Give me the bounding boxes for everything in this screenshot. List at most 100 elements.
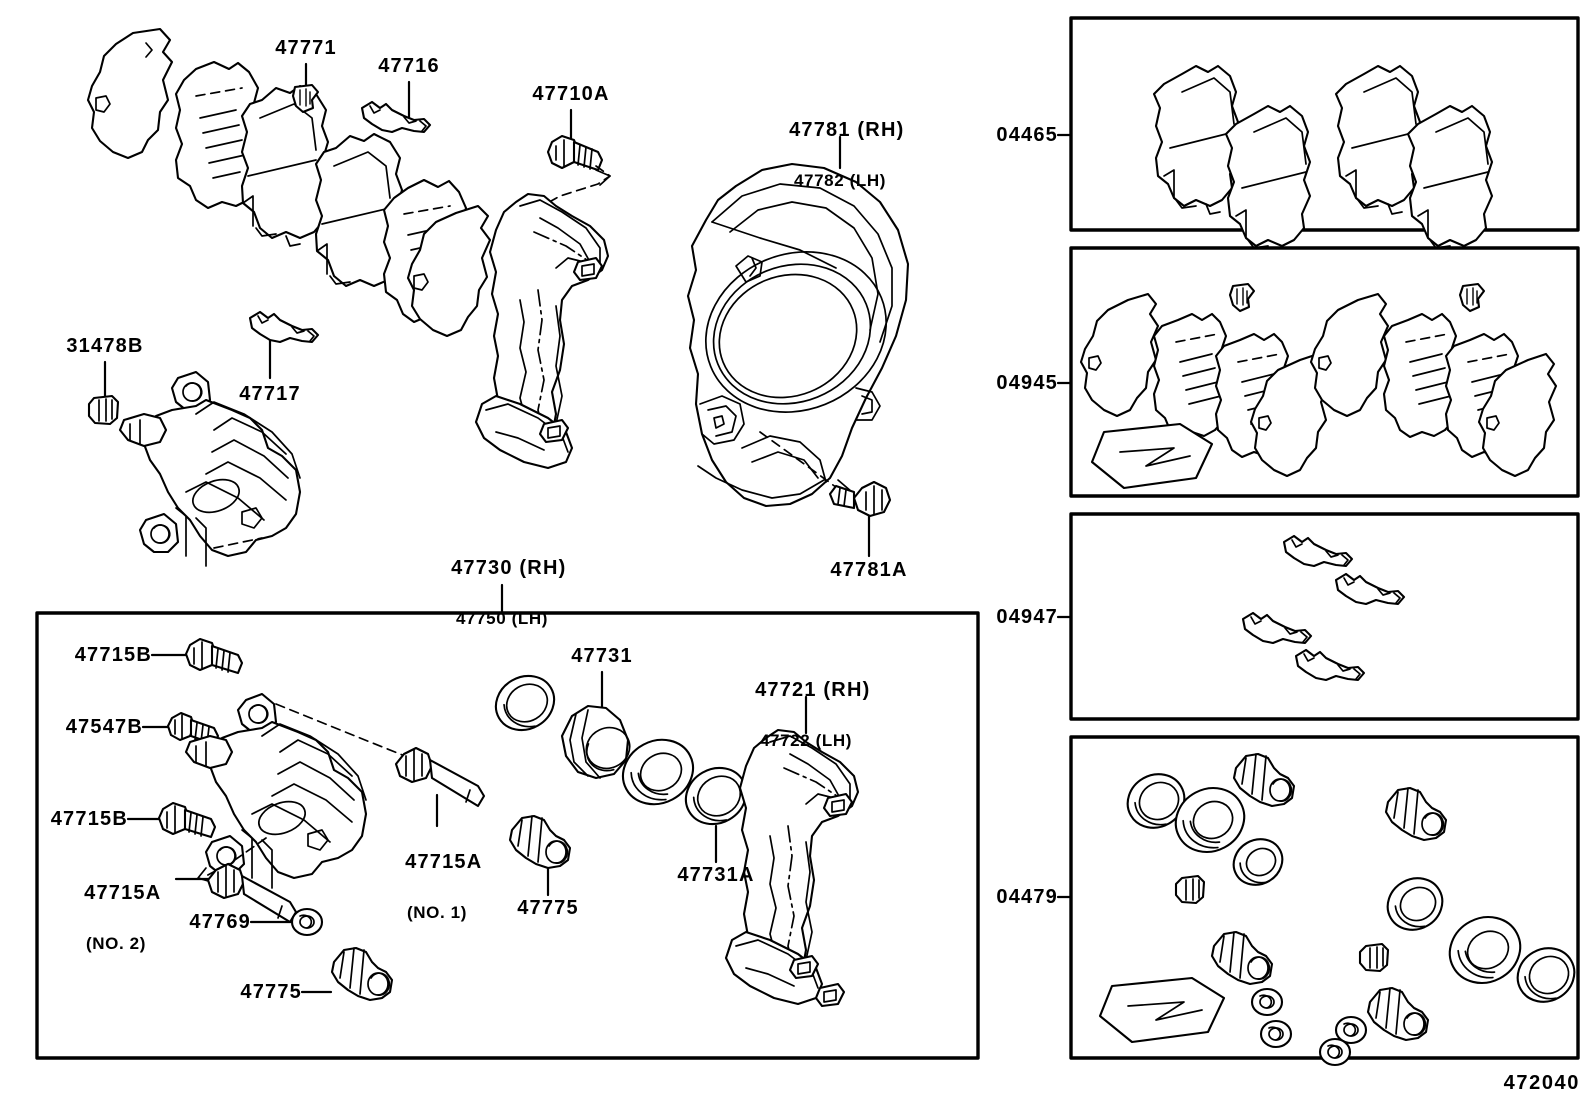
brake-disc-dust-cover-47781	[686, 162, 910, 518]
callout-label-47715B-lower: 47715B	[50, 808, 128, 830]
callout-47782-line2: 47782 (LH)	[794, 171, 886, 190]
diagram-id-number: 472040	[1503, 1072, 1580, 1094]
kit-label-04465: 04465	[996, 124, 1058, 146]
caliper-mounting-bracket-upper	[474, 134, 611, 470]
pad-kit-pad-a2	[1224, 104, 1312, 249]
callout-47715A-no1-line2: (NO. 1)	[407, 903, 467, 922]
slide-pin-boot-47775-middle	[508, 814, 572, 870]
seal-kit-washer-1	[1250, 987, 1284, 1017]
piston-seal-thick-ring	[621, 738, 695, 806]
seal-kit-thick-seal-1	[1174, 787, 1246, 853]
callout-label-47731A: 47731A	[677, 864, 755, 886]
kit-label-04479: 04479	[996, 886, 1058, 908]
support-plate-kit-item-2	[1334, 572, 1406, 606]
pad-shim-inner	[406, 204, 492, 338]
shim-kit-clip-a	[1228, 282, 1256, 313]
callout-label-47781A: 47781A	[830, 559, 908, 581]
seal-kit-bleeder-cap-1	[1174, 874, 1206, 905]
seal-kit-ring-2	[1386, 877, 1444, 931]
seal-kit-thick-seal-2	[1448, 916, 1522, 984]
pad-kit-pad-b1	[1334, 64, 1422, 215]
leader-lines-panel	[126, 653, 808, 994]
kit-panel-frame-04945	[1069, 246, 1580, 498]
brake-pad-friction-1	[240, 84, 332, 247]
bolt-47715B-lower	[157, 801, 217, 839]
bolt-47710A	[546, 134, 604, 172]
kit-label-04947: 04947	[996, 606, 1058, 628]
kit-contents-04945	[1079, 282, 1558, 490]
callout-label-31478B: 31478B	[66, 335, 144, 357]
pad-kit-pad-a1	[1152, 64, 1240, 215]
callout-47721-line1: 47721 (RH)	[755, 679, 871, 701]
bolt-47781A	[828, 480, 892, 518]
brake-pad-stack-exploded	[86, 27, 492, 426]
callout-47715A-no2-line1: 47715A	[84, 882, 162, 904]
support-plate-kit-item-1	[1282, 534, 1354, 568]
kit-contents-04947	[1241, 534, 1406, 682]
callout-label-47771: 47771	[275, 37, 337, 59]
shim-kit-set-b	[1309, 282, 1558, 478]
piston-seal-ring-outer	[494, 674, 556, 732]
kit-leader-dashes	[1056, 133, 1073, 899]
caliper-mounting-bracket-47721	[724, 728, 860, 1008]
pad-shim-outer	[86, 27, 174, 160]
seal-kit-washer-4	[1318, 1037, 1352, 1067]
callout-label-47730-47750: 47730 (RH) 47750 (LH)	[402, 531, 602, 656]
bolt-47715B-upper	[184, 637, 244, 675]
seal-kit-boot-3	[1210, 930, 1274, 986]
callout-label-47715A-no2: 47715A (NO. 2)	[56, 856, 176, 981]
seal-kit-snap-ring-1	[1126, 773, 1186, 829]
callout-47722-line2: 47722 (LH)	[760, 731, 852, 750]
kit-label-04945: 04945	[996, 372, 1058, 394]
seal-kit-grease-packet	[1098, 976, 1226, 1044]
callout-label-47716: 47716	[378, 55, 440, 77]
seal-kit-boot-4	[1366, 986, 1430, 1042]
caliper-assembly-panel-contents	[157, 637, 860, 1008]
callout-label-47717: 47717	[239, 383, 301, 405]
bleeder-screw-47547B	[166, 711, 220, 746]
seal-kit-boot-1	[1232, 752, 1296, 808]
washer-47769	[290, 907, 324, 937]
pad-wear-indicator-clip-47771	[291, 83, 320, 114]
seal-kit-bleeder-cap-2	[1358, 942, 1390, 973]
bleeder-plug-cap-31478B	[87, 394, 120, 426]
support-plate-kit-item-4	[1294, 648, 1366, 682]
caliper-assembly-panel-frame	[35, 611, 980, 1060]
callout-label-47731: 47731	[571, 645, 633, 667]
seal-kit-washer-2	[1259, 1019, 1293, 1049]
pad-support-plate-47716	[360, 100, 432, 134]
caliper-body-upper-illustration	[118, 370, 302, 567]
brake-pad-friction-2	[314, 132, 406, 288]
slide-pin-47715A-no1	[275, 703, 486, 808]
callout-label-47547B: 47547B	[65, 716, 143, 738]
pad-support-plate-47717	[248, 310, 320, 344]
callout-47715A-no2-line2: (NO. 2)	[86, 934, 146, 953]
kit-contents-04479	[1098, 752, 1576, 1067]
caliper-piston-47731	[560, 704, 631, 780]
callout-label-47769: 47769	[189, 911, 251, 933]
callout-label-47715A-no1: 47715A (NO. 1)	[377, 825, 497, 950]
seal-kit-snap-ring-2	[1516, 947, 1576, 1003]
callout-label-47781-47782: 47781 (RH) 47782 (LH)	[740, 93, 940, 218]
kit-panel-frame-04465	[1069, 16, 1580, 232]
callout-label-47715B-upper: 47715B	[74, 644, 152, 666]
shim-kit-clip-b	[1458, 282, 1486, 313]
callout-label-47775-middle: 47775	[517, 897, 579, 919]
support-plate-kit-item-3	[1241, 611, 1313, 645]
caliper-body-panel	[184, 692, 368, 889]
callout-47750-line2: 47750 (LH)	[456, 609, 548, 628]
seal-kit-small-ring-1	[1232, 838, 1284, 886]
kit-contents-04465	[1152, 64, 1494, 249]
pad-kit-pad-b2	[1406, 104, 1494, 249]
callout-label-47775-lower: 47775	[240, 981, 302, 1003]
shim-kit-set-a	[1079, 282, 1330, 490]
seal-kit-boot-2	[1384, 786, 1448, 842]
callout-47715A-no1-line1: 47715A	[405, 851, 483, 873]
slide-pin-boot-47775-lower	[330, 946, 394, 1002]
kit-panel-frame-04947	[1069, 512, 1580, 721]
callout-label-47721-47722: 47721 (RH) 47722 (LH)	[706, 653, 906, 778]
callout-47781-line1: 47781 (RH)	[789, 119, 905, 141]
callout-label-47710A: 47710A	[532, 83, 610, 105]
callout-47730-line1: 47730 (RH)	[451, 557, 567, 579]
